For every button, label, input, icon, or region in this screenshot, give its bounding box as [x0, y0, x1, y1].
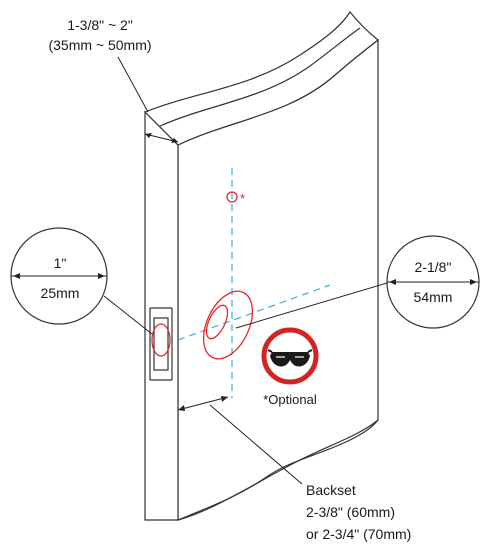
latch-faceplate-inner: [153, 317, 169, 371]
optional-bore: [226, 191, 238, 203]
bore-callout: 2-1/8" 54mm: [235, 235, 480, 329]
latch-arrowhead-left: [13, 273, 20, 279]
backset-title: Backset: [306, 482, 356, 498]
latch-bore: [151, 323, 171, 357]
center-lines: [177, 168, 331, 398]
latch-callout: 1" 25mm: [10, 227, 153, 335]
bore-metric-label: 54mm: [414, 289, 453, 305]
main-bore: [202, 290, 254, 360]
latch-mortise: [149, 307, 173, 381]
backset-arrowhead-left: [178, 405, 185, 411]
backset-option-1: 2-3/8" (60mm): [306, 504, 395, 520]
thickness-dimension: 1-3/8" ~ 2" (35mm ~ 50mm): [48, 17, 179, 143]
latch-metric-label: 25mm: [41, 285, 80, 301]
backset-arrow: [177, 396, 229, 411]
optional-label: *Optional: [263, 392, 317, 407]
door-top-contour: [159, 27, 361, 127]
optional-asterisk: *: [240, 191, 245, 206]
backset-option-2: or 2-3/4" (70mm): [306, 526, 411, 542]
backset-dimension: Backset 2-3/8" (60mm) or 2-3/4" (70mm): [177, 396, 411, 542]
latch-faceplate-outer: [149, 307, 173, 381]
bore-marks: *: [202, 191, 254, 360]
safety-glasses-icon: [261, 327, 319, 385]
thickness-arrowhead-left: [145, 133, 152, 138]
thickness-imperial-label: 1-3/8" ~ 2": [67, 17, 133, 33]
thickness-metric-label: (35mm ~ 50mm): [48, 37, 151, 53]
latch-callout-leader: [103, 295, 153, 335]
door: [143, 10, 379, 521]
door-bottom-break: [177, 419, 379, 521]
bore-imperial-label: 2-1/8": [415, 259, 452, 275]
bore-arrowhead-left: [389, 279, 396, 285]
horizontal-center-line: [177, 284, 331, 341]
thickness-leader: [117, 56, 149, 113]
latch-imperial-label: 1": [54, 255, 67, 271]
bore-callout-leader: [235, 282, 388, 329]
backset-leader: [209, 404, 303, 485]
door-top: [143, 10, 379, 146]
bore-arrowhead-right: [470, 279, 477, 285]
main-bore-inner: [205, 304, 229, 340]
backset-arrowhead-right: [221, 396, 228, 402]
latch-arrowhead-right: [98, 273, 105, 279]
thickness-arrowhead-right: [171, 138, 178, 143]
